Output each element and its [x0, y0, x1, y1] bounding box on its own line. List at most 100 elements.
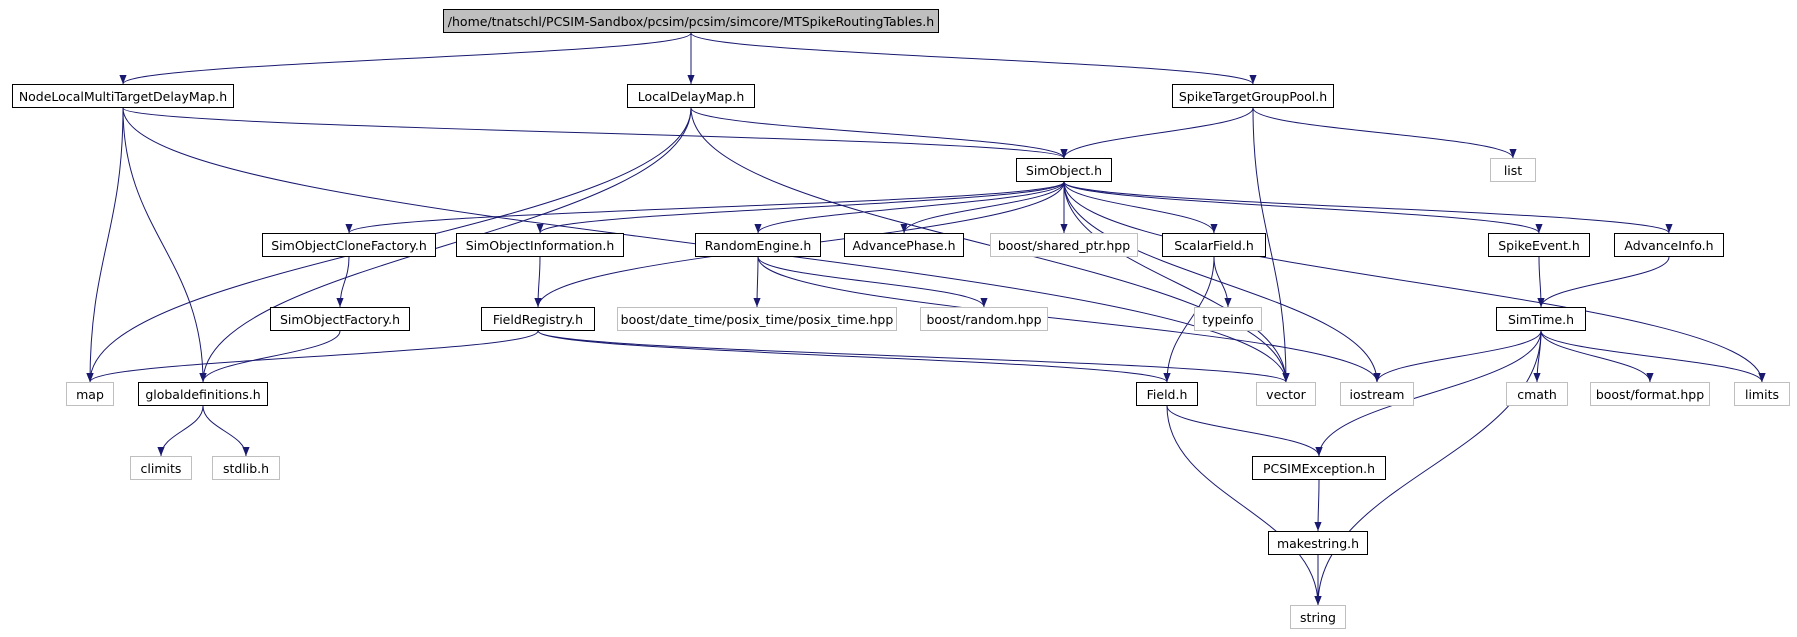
edge-st-to-string: [1314, 330, 1542, 606]
node-label: vector: [1266, 386, 1306, 402]
edge-re-to-br: [757, 256, 988, 308]
edge-simobject-to-soi: [536, 181, 1065, 234]
node-label: boost/random.hpp: [926, 311, 1042, 327]
edge-ldm-to-vector: [690, 107, 1290, 383]
edge-soi-to-fr: [534, 256, 542, 308]
edge-st-to-limits: [1540, 330, 1766, 383]
node-fieldregistry-h[interactable]: FieldRegistry.h: [481, 307, 595, 331]
edge-st-to-iostream: [1373, 330, 1542, 383]
node-label: stdlib.h: [222, 460, 270, 476]
edge-nlmtdm-to-simobject: [122, 107, 1068, 159]
node-label: AdvanceInfo.h: [1624, 237, 1714, 253]
node-nodelocalmultitargetdelaymap-h[interactable]: NodeLocalMultiTargetDelayMap.h: [12, 84, 234, 108]
node-label: SimObjectCloneFactory.h: [271, 237, 427, 253]
edge-st-to-bf: [1540, 330, 1654, 383]
node-label: iostream: [1349, 386, 1405, 402]
node-pcsimexception-h[interactable]: PCSIMException.h: [1252, 456, 1386, 480]
edge-nlmtdm-to-gd: [122, 107, 207, 383]
edge-fr-to-map: [86, 330, 539, 383]
edge-root-to-nlmtdm: [119, 32, 692, 85]
node-limits[interactable]: limits: [1734, 382, 1790, 406]
node-label: SimTime.h: [1507, 311, 1575, 327]
edge-simobject-to-socf: [345, 181, 1065, 234]
edge-ldm-to-gd: [199, 107, 692, 383]
node-simtime-h[interactable]: SimTime.h: [1496, 307, 1586, 331]
edge-simobject-to-re: [754, 181, 1065, 234]
node-spiketargetgrouppool-h[interactable]: SpikeTargetGroupPool.h: [1172, 84, 1334, 108]
edge-ldm-to-simobject: [690, 107, 1068, 159]
edge-simobject-to-sf: [1063, 181, 1218, 234]
node-label: FieldRegistry.h: [492, 311, 584, 327]
node-boost-date-time-posix-time-hpp[interactable]: boost/date_time/posix_time/posix_time.hp…: [617, 307, 897, 331]
node-label: AdvancePhase.h: [852, 237, 956, 253]
node-label: SimObjectInformation.h: [465, 237, 615, 253]
edge-sf-to-ti: [1213, 256, 1232, 308]
node-label: globaldefinitions.h: [145, 386, 261, 402]
node-boost-random-hpp[interactable]: boost/random.hpp: [920, 307, 1048, 331]
node-makestring-h[interactable]: makestring.h: [1268, 531, 1368, 555]
edge-field-to-pe: [1166, 405, 1323, 457]
node-label: Field.h: [1146, 386, 1188, 402]
node-advancephase-h[interactable]: AdvancePhase.h: [844, 233, 964, 257]
node-simobjectclonefactory-h[interactable]: SimObjectCloneFactory.h: [262, 233, 436, 257]
node-label: RandomEngine.h: [704, 237, 812, 253]
edge-simobject-to-se: [1063, 181, 1543, 234]
node-label: SpikeTargetGroupPool.h: [1178, 88, 1328, 104]
edge-sf-to-field: [1163, 256, 1215, 383]
node-label: climits: [140, 460, 182, 476]
node-label: SpikeEvent.h: [1498, 237, 1580, 253]
edge-simobject-to-vector: [1063, 181, 1290, 383]
node-cmath[interactable]: cmath: [1506, 382, 1568, 406]
edge-socf-to-sof: [336, 256, 350, 308]
edge-root-to-stgp: [690, 32, 1257, 85]
node-list[interactable]: list: [1490, 158, 1536, 182]
node-label: SimObjectFactory.h: [279, 311, 401, 327]
node-globaldefinitions-h[interactable]: globaldefinitions.h: [138, 382, 268, 406]
node-typeinfo[interactable]: typeinfo: [1194, 307, 1262, 331]
edge-st-to-pe: [1315, 330, 1542, 457]
node-spikeevent-h[interactable]: SpikeEvent.h: [1488, 233, 1590, 257]
edge-gd-to-climits: [157, 405, 204, 457]
node-label: boost/date_time/posix_time/posix_time.hp…: [620, 311, 894, 327]
node-boost-format-hpp[interactable]: boost/format.hpp: [1590, 382, 1710, 406]
edge-simobject-to-ap: [900, 181, 1065, 234]
edge-simobject-to-ai: [1063, 181, 1673, 234]
edge-simobject-to-limits: [1063, 181, 1766, 383]
node-simobject-h[interactable]: SimObject.h: [1016, 158, 1112, 182]
node-map[interactable]: map: [66, 382, 114, 406]
node-label: map: [76, 386, 104, 402]
edge-fr-to-vector: [537, 330, 1290, 383]
node-scalarfield-h[interactable]: ScalarField.h: [1162, 233, 1266, 257]
node-label: PCSIMException.h: [1262, 460, 1376, 476]
node-stdlib-h[interactable]: stdlib.h: [212, 456, 280, 480]
node-label: NodeLocalMultiTargetDelayMap.h: [18, 88, 228, 104]
node-label: list: [1503, 162, 1523, 178]
node-boost-shared-ptr-hpp[interactable]: boost/shared_ptr.hpp: [990, 233, 1138, 257]
node-randomengine-h[interactable]: RandomEngine.h: [695, 233, 821, 257]
node-localdelaymap-h[interactable]: LocalDelayMap.h: [627, 84, 755, 108]
edge-se-to-st: [1537, 256, 1545, 308]
edge-stgp-to-simobject: [1060, 107, 1254, 159]
node-string[interactable]: string: [1290, 605, 1346, 629]
node-mtspikeroutingtables-h[interactable]: /home/tnatschl/PCSIM-Sandbox/pcsim/pcsim…: [443, 9, 939, 33]
node-label: boost/format.hpp: [1595, 386, 1705, 402]
edge-stgp-to-vector: [1252, 107, 1290, 383]
edge-nlmtdm-to-map: [86, 107, 124, 383]
node-iostream[interactable]: iostream: [1340, 382, 1414, 406]
edge-re-to-bdt: [753, 256, 761, 308]
edge-sof-to-gd: [199, 330, 341, 383]
node-vector[interactable]: vector: [1256, 382, 1316, 406]
node-label: limits: [1744, 386, 1779, 402]
node-advanceinfo-h[interactable]: AdvanceInfo.h: [1614, 233, 1724, 257]
edge-stgp-to-list: [1252, 107, 1517, 159]
node-simobjectinformation-h[interactable]: SimObjectInformation.h: [456, 233, 624, 257]
node-label: SimObject.h: [1025, 162, 1103, 178]
node-climits[interactable]: climits: [130, 456, 192, 480]
node-simobjectfactory-h[interactable]: SimObjectFactory.h: [270, 307, 410, 331]
node-label: string: [1300, 609, 1336, 625]
edge-ai-to-st: [1537, 256, 1670, 308]
node-label: makestring.h: [1276, 535, 1360, 551]
node-field-h[interactable]: Field.h: [1136, 382, 1198, 406]
